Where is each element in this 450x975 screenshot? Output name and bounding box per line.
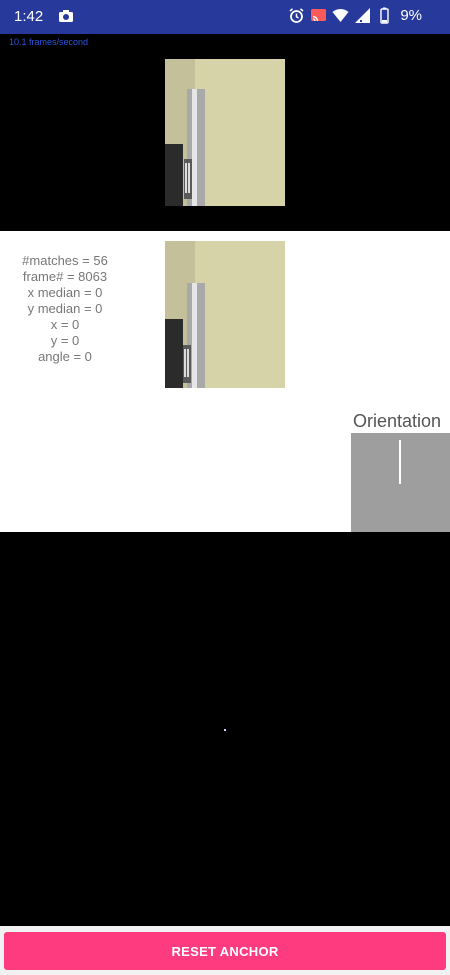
camera-section: 10.1 frames/second (0, 34, 450, 231)
stat-angle: angle = 0 (38, 349, 92, 364)
status-icons: 9% (288, 7, 422, 24)
reset-bar: RESET ANCHOR (0, 926, 450, 975)
signal-icon (355, 8, 371, 23)
position-dot (224, 729, 226, 731)
orientation-label: Orientation (353, 411, 442, 431)
stat-x: x = 0 (50, 317, 80, 332)
status-time: 1:42 (14, 8, 44, 25)
stat-frame: frame# = 8063 (22, 269, 108, 284)
tracking-panel: #matches = 56 frame# = 8063 x median = 0… (0, 231, 450, 532)
stat-matches: #matches = 56 (22, 253, 108, 268)
camera-icon (59, 10, 73, 22)
stat-x-median: x median = 0 (27, 285, 103, 300)
fps-text: 10.1 frames/second (9, 37, 89, 47)
position-canvas (0, 532, 450, 926)
camera-preview (165, 59, 285, 206)
stat-y: y = 0 (50, 333, 80, 348)
orientation-indicator (351, 433, 450, 532)
status-bar: 1:42 9% (0, 0, 450, 34)
anchor-preview (165, 241, 285, 388)
battery-icon (380, 7, 390, 24)
stat-y-median: y median = 0 (27, 301, 103, 316)
orientation-needle (399, 440, 401, 484)
reset-anchor-button[interactable]: RESET ANCHOR (4, 932, 446, 970)
battery-percent: 9% (400, 7, 422, 24)
cast-icon (311, 9, 327, 22)
alarm-icon (289, 8, 304, 23)
tracking-stats: #matches = 56 frame# = 8063 x median = 0… (5, 253, 125, 365)
wifi-icon (332, 8, 349, 22)
